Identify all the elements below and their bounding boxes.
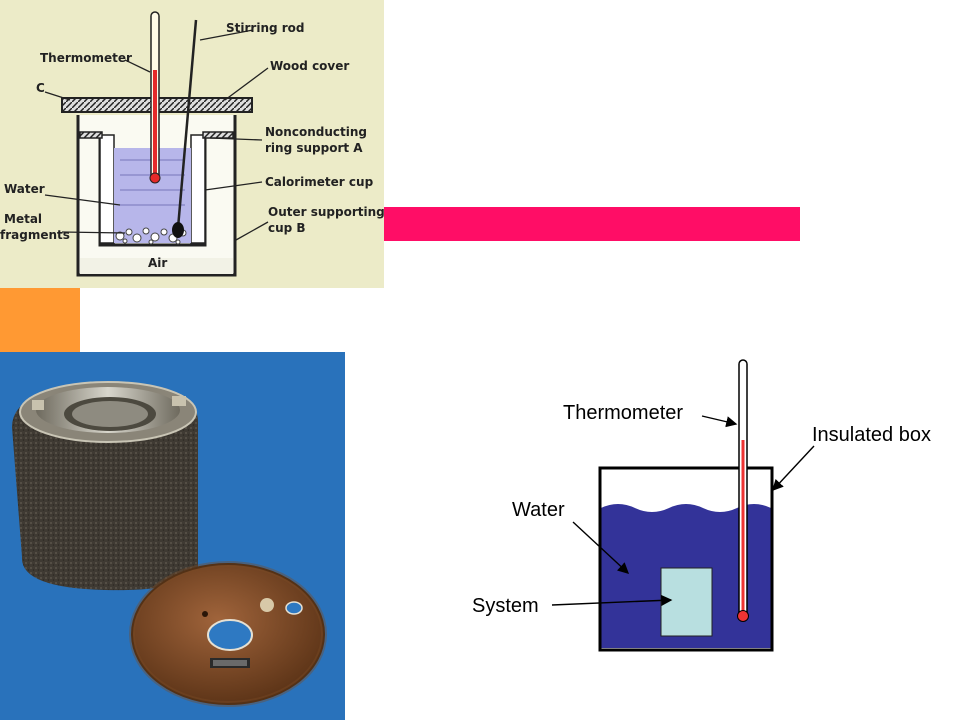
label-drawing-water: Water xyxy=(4,182,45,196)
label-outer-cup-1: Outer supporting xyxy=(268,205,384,219)
system-block xyxy=(660,567,713,637)
label-drawing-thermometer: Thermometer xyxy=(40,51,132,65)
label-air: Air xyxy=(148,256,167,270)
insulated-box-outline xyxy=(598,466,774,652)
label-water: Water xyxy=(512,499,565,521)
label-metal-2: fragments xyxy=(0,228,70,242)
label-system: System xyxy=(472,595,539,617)
stirring-rod-shape xyxy=(176,19,198,229)
accent-block xyxy=(0,288,80,352)
label-outer-cup-2: cup B xyxy=(268,221,306,235)
label-calorimeter-cup: Calorimeter cup xyxy=(265,175,374,189)
calorimeter-photo xyxy=(0,352,345,720)
thermometer-bulb xyxy=(737,610,749,622)
label-nonconducting-1: Nonconducting xyxy=(265,125,367,139)
label-stirring-rod: Stirring rod xyxy=(226,21,305,35)
calorimeter-drawing: Stirring rod Thermometer Wood cover C No… xyxy=(0,0,384,288)
label-insulated-box: Insulated box xyxy=(812,424,931,446)
insulated-box-diagram: Thermometer Insulated box Water System xyxy=(440,350,960,670)
label-thermometer: Thermometer xyxy=(563,402,683,424)
label-nonconducting-2: ring support A xyxy=(265,141,363,155)
label-wood-cover: Wood cover xyxy=(270,59,349,73)
accent-bar xyxy=(384,207,800,241)
thermometer-fluid xyxy=(741,440,745,615)
label-metal-1: Metal xyxy=(4,212,42,226)
label-c: C xyxy=(36,81,45,95)
